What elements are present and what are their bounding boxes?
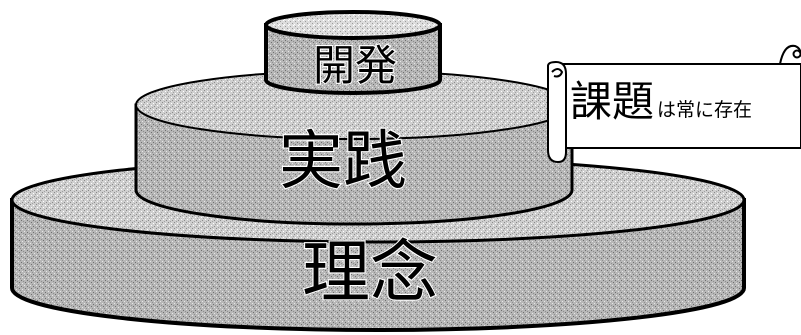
scroll-banner: 課題は常に存在 [547,44,801,164]
scroll-right-curl-knob [792,49,801,59]
scroll-text: 課題は常に存在 [570,77,752,126]
tier-bottom-label: 理念 [302,234,438,313]
tier-top: 開発 [264,10,442,95]
tier-middle-label: 実践 [279,125,407,199]
tier-top-label: 開発 [313,41,397,90]
scroll-right-curl [779,44,801,65]
tier-top-side [264,23,442,95]
tier-middle: 実践 [134,70,574,226]
scroll-left-curl [547,60,567,164]
scroll-text-emphasis: 課題 [570,77,654,126]
scroll-left-curl-inner [551,68,564,78]
tier-top-top [264,10,442,40]
scroll-text-rest: は常に存在 [657,99,752,121]
